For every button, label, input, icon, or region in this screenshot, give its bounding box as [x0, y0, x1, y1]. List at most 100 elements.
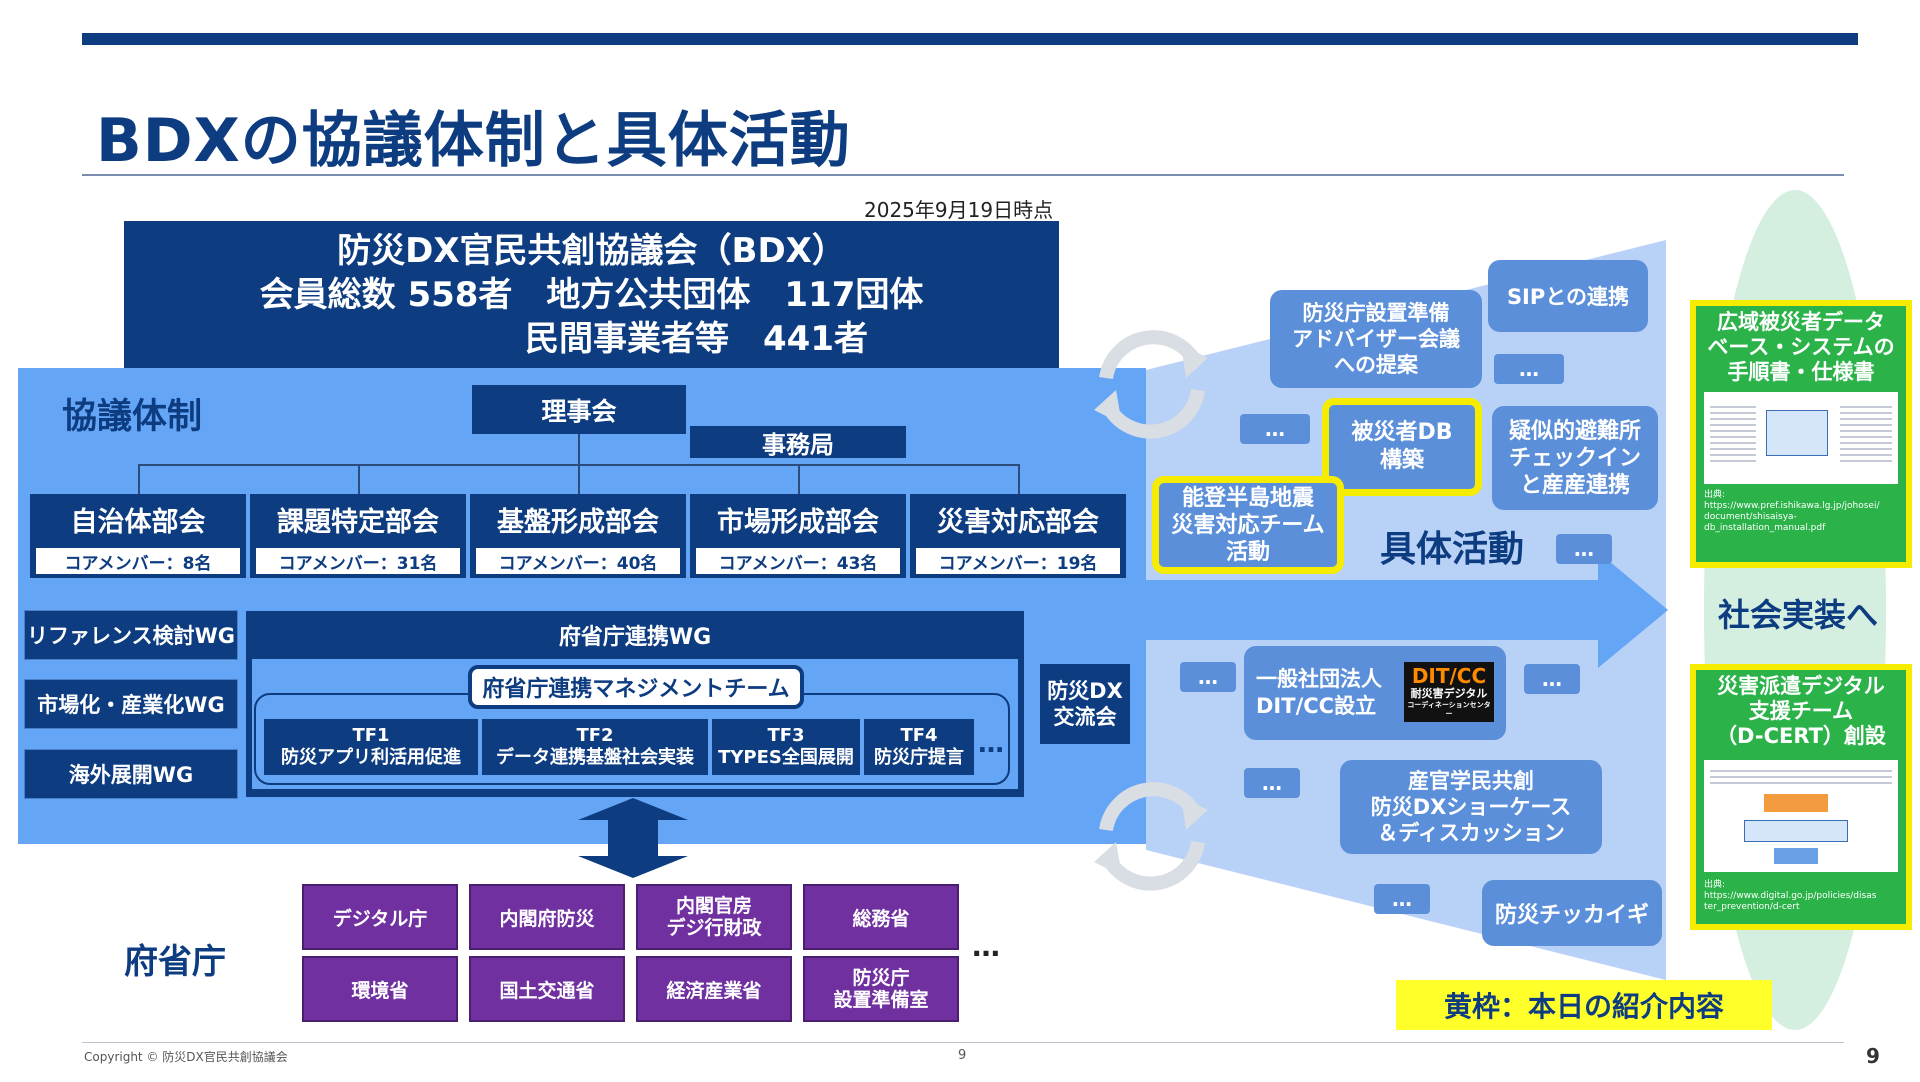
ellipsis-4: … — [1180, 662, 1236, 692]
ministry-digital: デジタル庁 — [302, 884, 458, 950]
activity-higaisha-db: 被災者DB 構築 — [1322, 398, 1482, 496]
thumb-flow-block-2 — [1744, 820, 1848, 842]
ellipsis-2: … — [1240, 414, 1310, 444]
footer-center-page: 9 — [958, 1048, 967, 1063]
date-note: 2025年9月19日時点 — [864, 198, 1054, 222]
activity-sip-collaboration: SIPとの連携 — [1488, 260, 1648, 332]
activity-advisory-proposal: 防災庁設置準備 アドバイザー会議 への提案 — [1270, 290, 1482, 388]
footer-line — [82, 1042, 1844, 1043]
tf-name: 防災庁提言 — [874, 747, 964, 768]
tf-name: 防災アプリ利活用促進 — [281, 747, 461, 768]
activities-label: 具体活動 — [1380, 529, 1525, 570]
tf-name: TYPES全国展開 — [718, 747, 854, 768]
ministry-economy: 経済産業省 — [636, 956, 792, 1022]
jimukyoku-box: 事務局 — [690, 426, 906, 459]
activity-bosai-chikaigi: 防災チッカイギ — [1482, 880, 1662, 946]
tf-code: TF3 — [767, 725, 805, 746]
thumb-flow-block-3 — [1774, 848, 1818, 864]
ministry-cabinet-office-bosai: 内閣府防災 — [469, 884, 625, 950]
tf-name: データ連携基盤社会実装 — [496, 747, 694, 768]
fusho-wg-container: 府省庁連携WG 府省庁連携マネジメントチーム TF1 防災アプリ利活用促進 TF… — [246, 611, 1024, 797]
tf-code: TF2 — [576, 725, 614, 746]
result-thumbnail — [1704, 392, 1898, 484]
ellipsis-1: … — [1494, 354, 1564, 384]
ellipsis-6: … — [1244, 768, 1300, 798]
org-line-drop-5 — [1018, 464, 1020, 496]
core-member-count: コアメンバー：40名 — [476, 548, 680, 574]
result-thumbnail — [1704, 760, 1898, 872]
ministry-land-transport: 国土交通省 — [469, 956, 625, 1022]
ditcc-logo-bottom: 耐災害デジタル — [1410, 687, 1488, 700]
core-member-count: コアメンバー：8名 — [36, 548, 240, 574]
bdx-line1: 防災DX官民共創協議会（BDX） — [337, 230, 846, 271]
ditcc-logo: DIT/CC 耐災害デジタル コーディネーションセンター — [1404, 662, 1494, 722]
bdx-header-box: 防災DX官民共創協議会（BDX） 会員総数 558者 地方公共団体 117団体 … — [124, 221, 1059, 368]
result-source: 出典: https://www.digital.go.jp/policies/d… — [1704, 880, 1877, 912]
thumb-text-right — [1840, 402, 1892, 462]
kyogi-label: 協議体制 — [62, 397, 203, 437]
bdx-line2: 会員総数 558者 地方公共団体 117団体 — [259, 274, 924, 315]
ditcc-logo-top: DIT/CC — [1411, 664, 1487, 688]
activity-pseudo-shelter-checkin: 疑似的避難所 チェックイン と産産連携 — [1492, 406, 1658, 510]
page-number: 9 — [1866, 1044, 1880, 1068]
subcommittee-shijo: 市場形成部会 コアメンバー：43名 — [690, 494, 906, 578]
core-member-count: コアメンバー：19名 — [916, 548, 1120, 574]
mgmt-team-box: 府省庁連携マネジメントチーム — [468, 665, 804, 709]
top-bar — [82, 33, 1858, 45]
subcommittee-kadai: 課題特定部会 コアメンバー：31名 — [250, 494, 466, 578]
result-title: 災害派遣デジタル 支援チーム （D-CERT）創設 — [1716, 674, 1886, 748]
result-source: 出典: https://www.pref.ishikawa.lg.jp/joho… — [1704, 490, 1880, 533]
core-member-count: コアメンバー：31名 — [256, 548, 460, 574]
rijikai-box: 理事会 — [472, 385, 686, 434]
org-line-drop-2 — [358, 464, 360, 496]
result-dcert: 災害派遣デジタル 支援チーム （D-CERT）創設 出典: https://ww… — [1690, 664, 1912, 930]
ditcc-logo-sub: コーディネーションセンター — [1407, 701, 1491, 718]
ditcc-text: 一般社団法人 DIT/CC設立 — [1256, 667, 1382, 718]
bdx-line3: 民間事業者等 441者 — [525, 318, 868, 359]
subcommittee-saigai: 災害対応部会 コアメンバー：19名 — [910, 494, 1126, 578]
social-impl-label: 社会実装へ — [1718, 596, 1879, 634]
subcommittee-name: 課題特定部会 — [277, 506, 439, 538]
subcommittee-name: 市場形成部会 — [717, 506, 879, 538]
tf-more-ellipsis: … — [978, 729, 1004, 759]
activity-noto-response-team: 能登半島地震 災害対応チーム 活動 — [1152, 476, 1344, 574]
cycle-arrows-icon-bottom — [1094, 782, 1208, 891]
org-line-drop-1 — [138, 464, 140, 496]
wg-shijoka: 市場化・産業化WG — [24, 679, 238, 729]
subcommittee-name: 災害対応部会 — [937, 506, 1099, 538]
subcommittee-name: 基盤形成部会 — [497, 506, 659, 538]
tf3-box: TF3 TYPES全国展開 — [712, 719, 860, 775]
koryukai-box: 防災DX 交流会 — [1040, 664, 1130, 744]
legend-yellow-frame: 黄枠：本日の紹介内容 — [1396, 980, 1772, 1030]
activity-sangakukan-showcase: 産官学民共創 防災DXショーケース ＆ディスカッション — [1340, 760, 1602, 854]
result-title: 広域被災者データ ベース・システムの 手順書・仕様書 — [1707, 310, 1895, 384]
fushocho-label: 府省庁 — [124, 942, 226, 982]
org-line-drop-4 — [798, 464, 800, 496]
thumb-diagram-block — [1766, 410, 1828, 456]
tf4-box: TF4 防災庁提言 — [864, 719, 974, 775]
subcommittee-name: 自治体部会 — [70, 506, 206, 538]
ministry-more-ellipsis: … — [972, 930, 1000, 963]
tf1-box: TF1 防災アプリ利活用促進 — [264, 719, 478, 775]
title-underline — [82, 174, 1844, 176]
org-line-horizontal — [138, 464, 1018, 466]
ministry-environment: 環境省 — [302, 956, 458, 1022]
ellipsis-5: … — [1524, 664, 1580, 694]
double-arrow-icon — [578, 798, 688, 878]
ministry-cabinet-secretariat: 内閣官房 デジ行財政 — [636, 884, 792, 950]
tf-code: TF4 — [900, 725, 938, 746]
fusho-wg-title: 府省庁連携WG — [558, 625, 712, 650]
thumb-header-text — [1710, 766, 1892, 784]
subcommittee-kiban: 基盤形成部会 コアメンバー：40名 — [470, 494, 686, 578]
ellipsis-7: … — [1374, 884, 1430, 914]
slide-title: BDXの協議体制と具体活動 — [96, 106, 851, 176]
cycle-arrows-icon-top — [1094, 330, 1208, 439]
ellipsis-3: … — [1556, 534, 1612, 564]
tf2-box: TF2 データ連携基盤社会実装 — [482, 719, 708, 775]
activity-right-arrow-icon — [1146, 552, 1668, 668]
result-wide-area-db: 広域被災者データ ベース・システムの 手順書・仕様書 出典: https://w… — [1690, 300, 1912, 568]
thumb-text-left — [1710, 402, 1756, 462]
wg-reference: リファレンス検討WG — [24, 610, 238, 660]
thumb-flow-block-1 — [1764, 794, 1828, 812]
koryukai-line2: 交流会 — [1053, 705, 1117, 729]
